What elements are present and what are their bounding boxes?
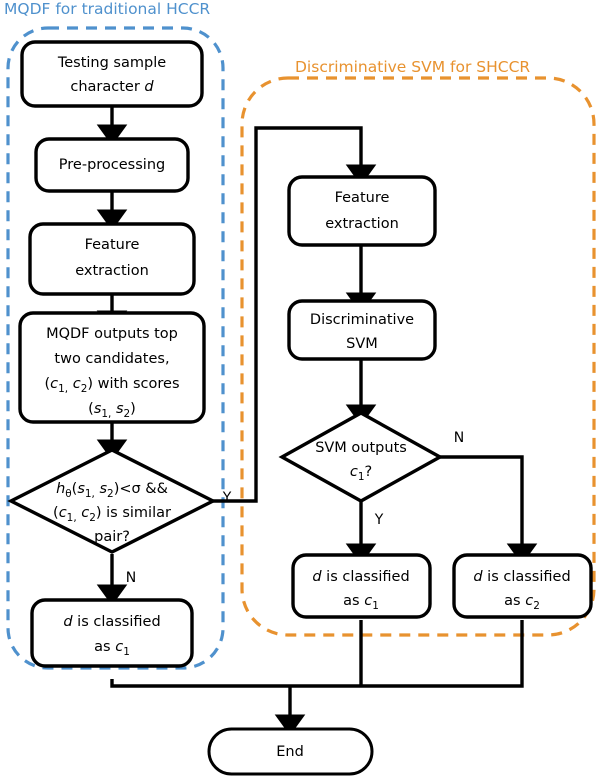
- node-feature-extraction-right-line1: Feature: [335, 190, 390, 206]
- node-testing-sample-line1: Testing sample: [57, 55, 166, 71]
- group-boundary-svm: [240, 76, 596, 637]
- edge-label-svm-no: N: [454, 430, 464, 446]
- node-preprocessing-label: Pre-processing: [59, 157, 165, 173]
- node-classified-c2[interactable]: d is classified as c2: [452, 553, 593, 619]
- group-label-svm: Discriminative SVM for SHCCR: [295, 58, 531, 76]
- node-decision-svm-line2: c1?: [350, 464, 372, 483]
- node-feature-extraction-right[interactable]: Feature extraction: [287, 175, 437, 247]
- node-decision-svm[interactable]: SVM outputs c1?: [278, 411, 444, 503]
- edge-merge-left: [110, 620, 524, 688]
- node-mqdf-outputs-line4: (s1, s2): [88, 401, 136, 420]
- node-decision-similar[interactable]: hθ(s1, s2)<σ && (c1, c2) is similar pair…: [7, 448, 217, 554]
- node-classified-c2-line2: as c2: [504, 593, 540, 612]
- node-classified-left[interactable]: d is classified as c1: [30, 598, 194, 668]
- node-classified-c1-line1: d is classified: [312, 569, 409, 585]
- group-label-mqdf: MQDF for traditional HCCR: [4, 0, 211, 18]
- node-decision-similar-line3: pair?: [94, 529, 130, 545]
- edge-label-similar-yes: Y: [222, 490, 232, 506]
- node-classified-c1[interactable]: d is classified as c1: [291, 553, 432, 619]
- node-end-label: End: [276, 744, 304, 760]
- node-discriminative-svm-line1: Discriminative: [310, 312, 414, 328]
- node-classified-left-line2: as c1: [94, 639, 130, 658]
- node-feature-extraction-left-line1: Feature: [85, 237, 140, 253]
- node-testing-sample-line2: character d: [70, 79, 154, 95]
- edge-label-similar-no: N: [126, 570, 136, 586]
- node-preprocessing[interactable]: Pre-processing: [34, 137, 190, 193]
- node-mqdf-outputs-line1: MQDF outputs top: [46, 326, 178, 342]
- node-mqdf-outputs-line2: two candidates,: [54, 351, 169, 367]
- edge-decision-yes-to-svm-branch: [213, 126, 377, 503]
- edge-svmdecision-no: [440, 455, 538, 565]
- node-classified-c1-line2: as c1: [343, 593, 379, 612]
- group-boundary-mqdf: [6, 26, 225, 670]
- node-discriminative-svm-line2: SVM: [346, 336, 378, 352]
- node-classified-left-line1: d is classified: [63, 614, 160, 630]
- node-feature-extraction-left[interactable]: Feature extraction: [28, 222, 196, 296]
- node-classified-c2-line1: d is classified: [473, 569, 570, 585]
- node-feature-extraction-right-line2: extraction: [325, 216, 399, 232]
- node-testing-sample[interactable]: Testing sample character d: [20, 40, 204, 108]
- node-decision-similar-line2: (c1, c2) is similar: [53, 505, 171, 524]
- node-mqdf-outputs[interactable]: MQDF outputs top two candidates, (c1, c2…: [18, 311, 206, 424]
- node-decision-svm-line1: SVM outputs: [315, 440, 407, 456]
- connector-layer: [96, 106, 538, 736]
- node-end[interactable]: End: [207, 727, 374, 776]
- node-discriminative-svm[interactable]: Discriminative SVM: [287, 299, 437, 361]
- edge-label-svm-yes: Y: [374, 512, 384, 528]
- node-decision-similar-line1: hθ(s1, s2)<σ &&: [56, 481, 168, 500]
- node-feature-extraction-left-line2: extraction: [75, 263, 149, 279]
- node-mqdf-outputs-line3: (c1, c2) with scores: [44, 376, 179, 395]
